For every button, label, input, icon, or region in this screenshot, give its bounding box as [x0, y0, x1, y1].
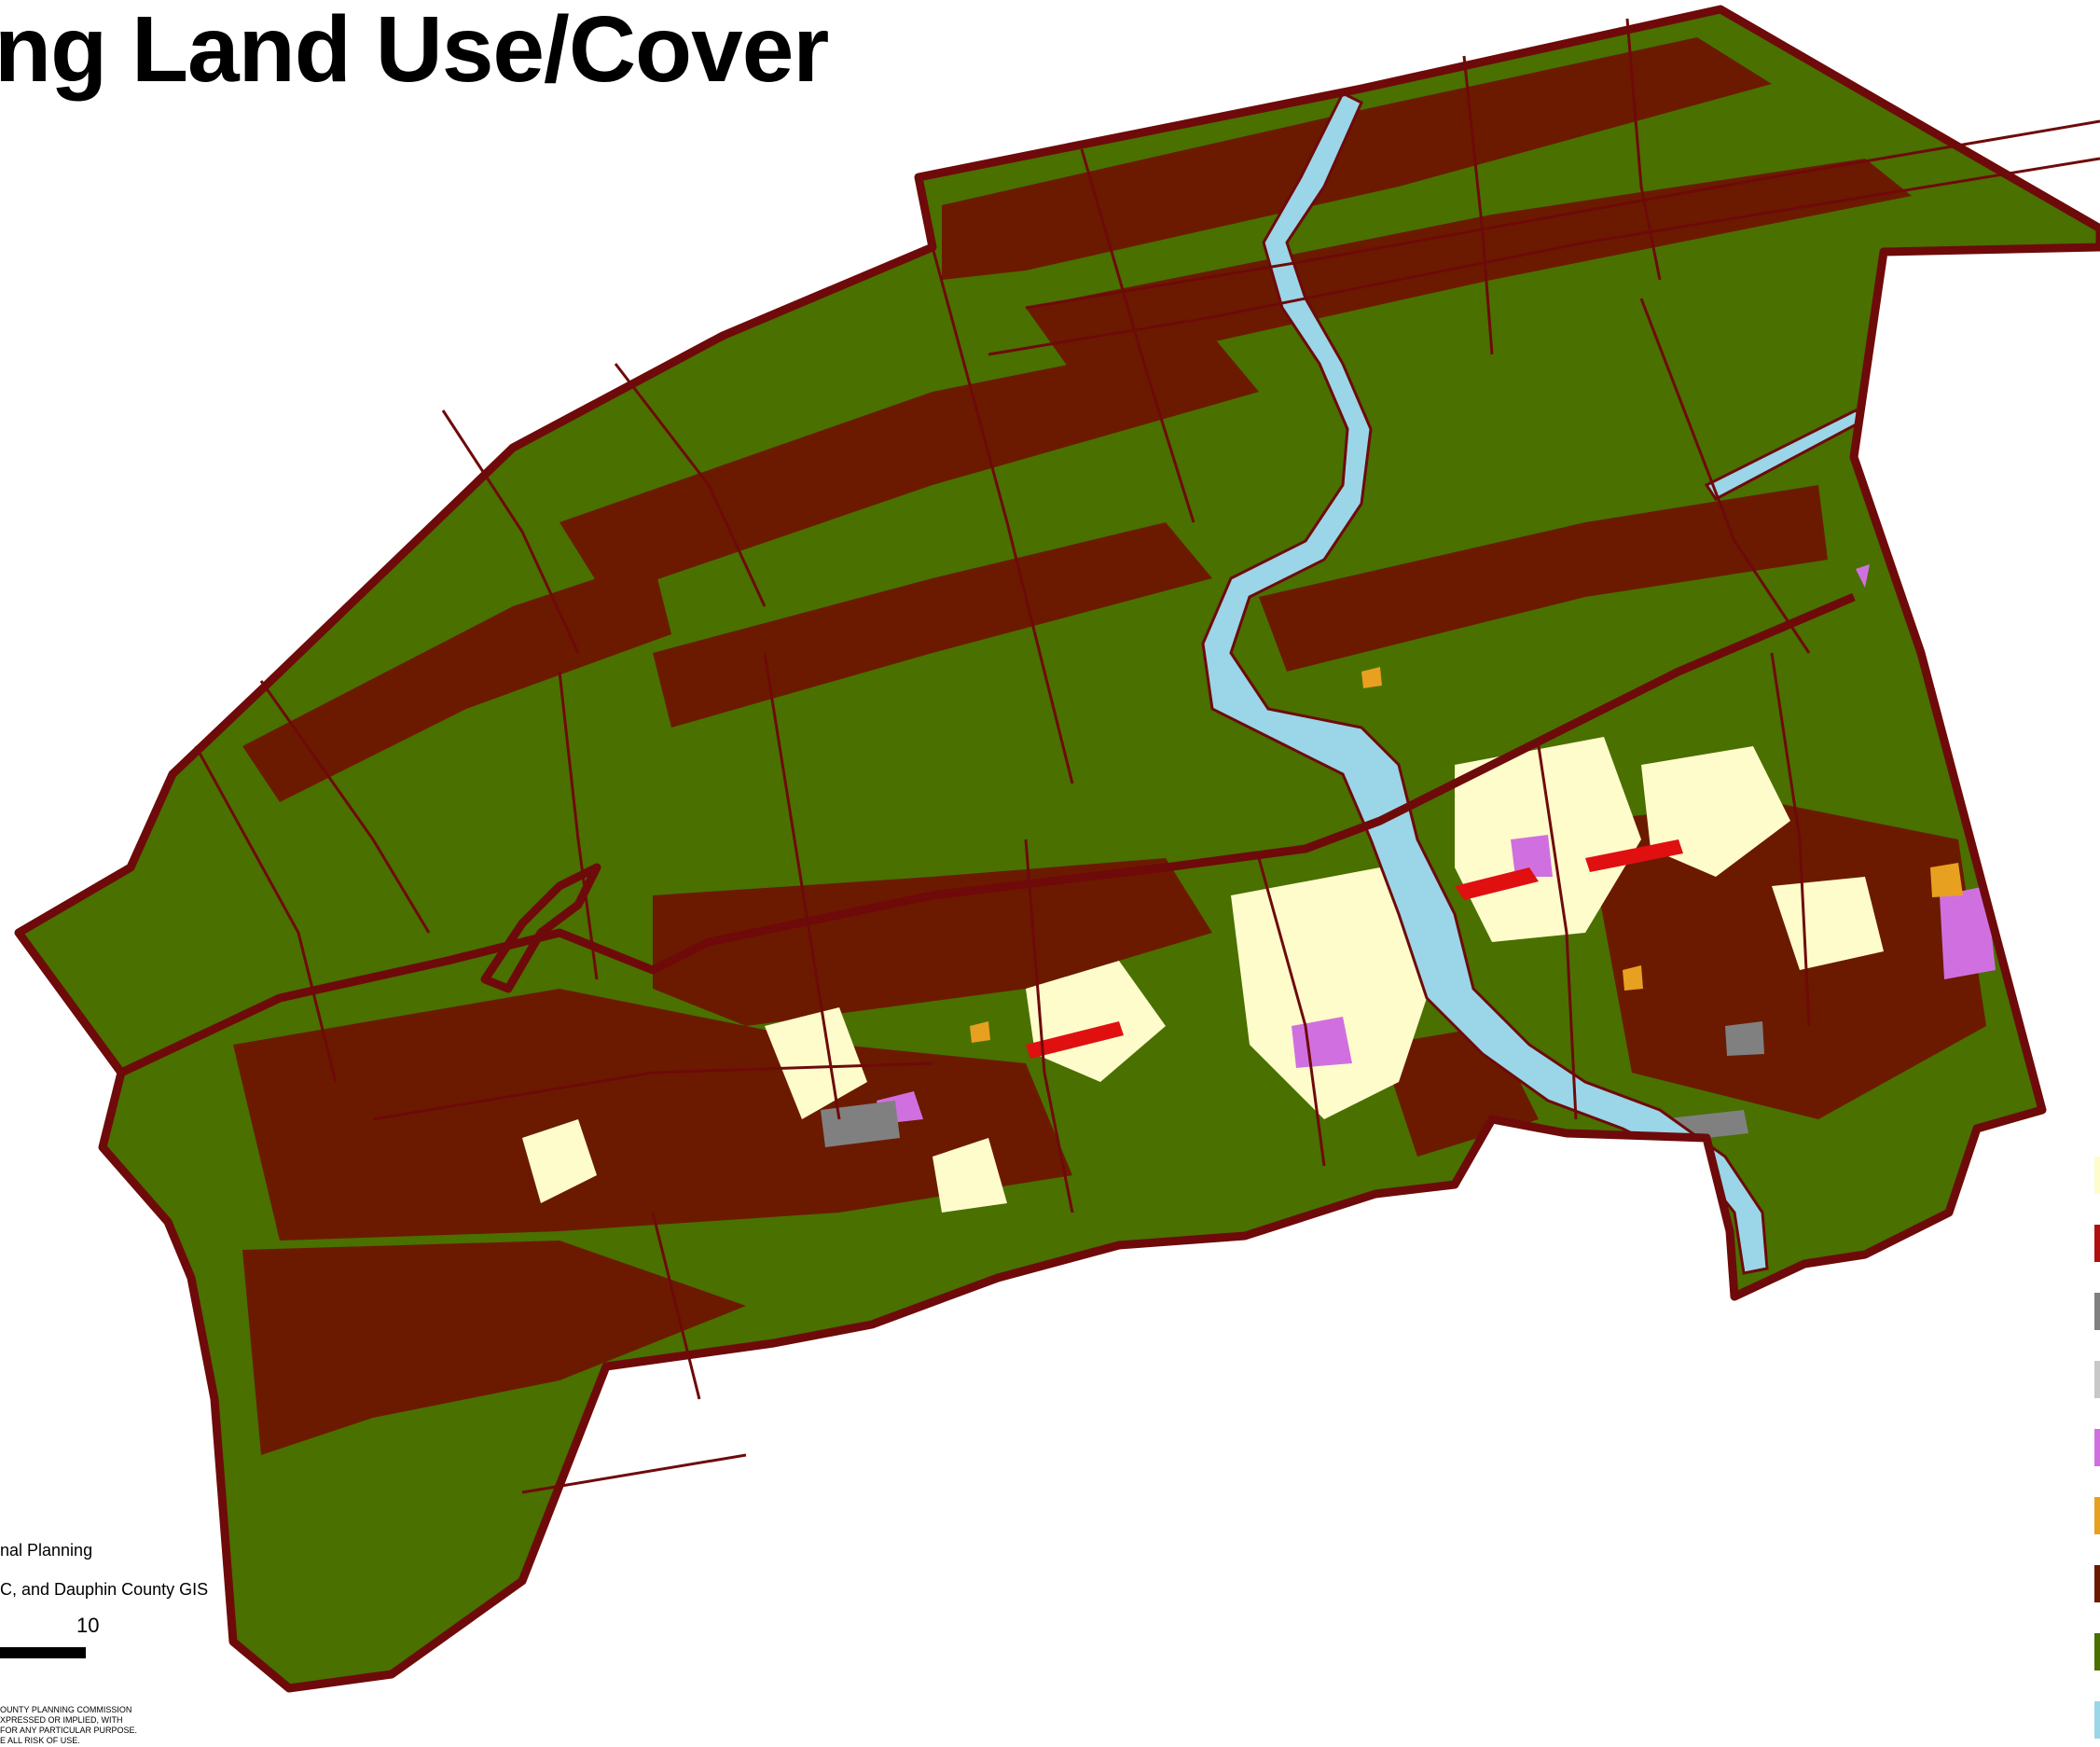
forest-lobe-outline: [480, 863, 601, 993]
credit-line-2: C, and Dauphin County GIS: [0, 1580, 209, 1599]
scale-bar-label: 10: [76, 1614, 100, 1637]
disclaimer-line-4: E ALL RISK OF USE.: [0, 1736, 80, 1745]
forest-swatch: [2094, 1633, 2100, 1671]
transportation-swatch: [2094, 1361, 2100, 1398]
residential-swatch: [2094, 1157, 2100, 1194]
map-title: ng Land Use/Cover: [0, 0, 829, 102]
county-boundary: [14, 5, 2100, 1693]
disclaimer-line-1: OUNTY PLANNING COMMISSION: [0, 1705, 132, 1714]
institutional-swatch: [2094, 1429, 2100, 1466]
agriculture-swatch: [2094, 1565, 2100, 1602]
river: [1201, 90, 1769, 1275]
disclaimer-line-3: FOR ANY PARTICULAR PURPOSE.: [0, 1726, 138, 1735]
recreation-swatch: [2094, 1497, 2100, 1534]
ridge-divide: [119, 592, 1856, 1077]
water-swatch: [2094, 1701, 2100, 1739]
scale-bar: [0, 1647, 86, 1658]
commercial-swatch: [2094, 1225, 2100, 1262]
industrial-swatch: [2094, 1293, 2100, 1330]
disclaimer-line-2: XPRESSED OR IMPLIED, WITH: [0, 1715, 123, 1725]
municipal-boundaries: [194, 18, 2100, 1494]
credit-line-1: nal Planning: [0, 1541, 93, 1560]
